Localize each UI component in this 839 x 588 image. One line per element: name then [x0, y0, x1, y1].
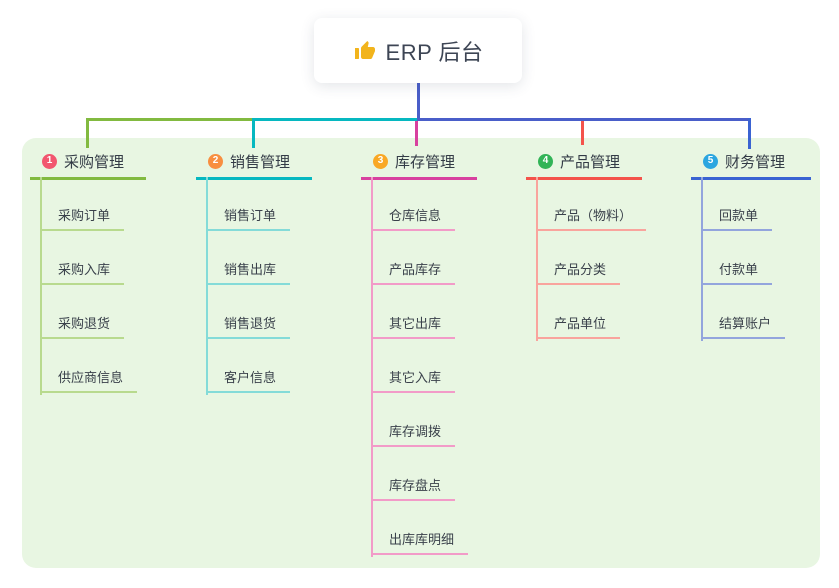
child-node[interactable]: 其它入库	[371, 367, 456, 393]
child-node[interactable]: 产品分类	[536, 259, 621, 285]
child-row: 仓库信息	[371, 177, 477, 231]
child-row: 销售退货	[206, 285, 312, 339]
child-row: 产品库存	[371, 231, 477, 285]
child-node[interactable]: 付款单	[701, 259, 773, 285]
child-node[interactable]: 回款单	[701, 205, 773, 231]
child-row: 客户信息	[206, 339, 312, 393]
branch-label: 财务管理	[725, 153, 786, 171]
group-panel	[22, 138, 820, 568]
child-node[interactable]: 销售订单	[206, 205, 291, 231]
child-node[interactable]: 销售出库	[206, 259, 291, 285]
connector-drop-branch3	[415, 121, 418, 146]
child-row: 销售出库	[206, 231, 312, 285]
child-row: 库存调拨	[371, 393, 477, 447]
child-node[interactable]: 出库库明细	[371, 529, 469, 555]
branch: 4 产品管理 产品（物料） 产品分类产品单位	[526, 145, 647, 341]
child-node[interactable]: 产品（物料）	[536, 205, 647, 231]
root-title: ERP 后台	[385, 39, 484, 65]
branch-label: 采购管理	[64, 153, 125, 171]
child-row: 其它出库	[371, 285, 477, 339]
connector-horizontal-branch5	[417, 118, 751, 121]
branch-children: 回款单付款单结算账户	[701, 177, 811, 341]
branch: 5 财务管理 回款单付款单结算账户	[691, 145, 811, 341]
child-row: 付款单	[701, 231, 811, 285]
child-node[interactable]: 其它出库	[371, 313, 456, 339]
branch: 1 采购管理 采购订单采购入库采购退货供应商信息	[30, 145, 146, 395]
branch: 3 库存管理 仓库信息产品库存其它出库其它入库库存调拨库存盘点出库库明细	[361, 145, 477, 557]
branch-label: 库存管理	[395, 153, 456, 171]
branch-children: 产品（物料） 产品分类产品单位	[536, 177, 647, 341]
branch-children: 采购订单采购入库采购退货供应商信息	[40, 177, 146, 395]
child-row: 其它入库	[371, 339, 477, 393]
branch-label: 产品管理	[560, 153, 621, 171]
child-row: 销售订单	[206, 177, 312, 231]
child-row: 采购退货	[40, 285, 146, 339]
child-node[interactable]: 仓库信息	[371, 205, 456, 231]
child-row: 库存盘点	[371, 447, 477, 501]
child-row: 回款单	[701, 177, 811, 231]
child-node[interactable]: 产品单位	[536, 313, 621, 339]
branch-title-node[interactable]: 5 财务管理	[691, 145, 811, 180]
child-row: 产品单位	[536, 285, 642, 339]
connector-drop-branch5	[748, 118, 751, 149]
child-node[interactable]: 库存调拨	[371, 421, 456, 447]
branch-title-node[interactable]: 4 产品管理	[526, 145, 642, 180]
branch-number-badge: 1	[42, 153, 57, 169]
child-node[interactable]: 采购订单	[40, 205, 125, 231]
branch-children: 仓库信息产品库存其它出库其它入库库存调拨库存盘点出库库明细	[371, 177, 477, 557]
child-node[interactable]: 供应商信息	[40, 367, 138, 393]
root-node[interactable]: ERP 后台	[314, 18, 522, 83]
child-row: 出库库明细	[371, 501, 477, 555]
child-node[interactable]: 产品库存	[371, 259, 456, 285]
child-node[interactable]: 结算账户	[701, 313, 786, 339]
branch-number-badge: 2	[208, 153, 223, 169]
child-row: 产品（物料）	[536, 177, 647, 231]
connector-root-drop	[417, 82, 420, 121]
branch-label: 销售管理	[230, 153, 291, 171]
connector-drop-branch4	[581, 121, 584, 145]
branch-title-node[interactable]: 1 采购管理	[30, 145, 146, 180]
child-node[interactable]: 客户信息	[206, 367, 291, 393]
connector-drop-branch1	[86, 118, 89, 148]
child-row: 产品分类	[536, 231, 642, 285]
child-row: 结算账户	[701, 285, 811, 339]
connector-horizontal-branch2	[252, 118, 419, 121]
branch-children: 销售订单销售出库销售退货客户信息	[206, 177, 312, 395]
connector-drop-branch2	[252, 118, 255, 148]
child-node[interactable]: 库存盘点	[371, 475, 456, 501]
child-row: 供应商信息	[40, 339, 146, 393]
branch-title-node[interactable]: 3 库存管理	[361, 145, 477, 180]
branch: 2 销售管理 销售订单销售出库销售退货客户信息	[196, 145, 312, 395]
branch-title-node[interactable]: 2 销售管理	[196, 145, 312, 180]
branch-number-badge: 3	[373, 153, 388, 169]
child-node[interactable]: 销售退货	[206, 313, 291, 339]
child-row: 采购入库	[40, 231, 146, 285]
child-node[interactable]: 采购入库	[40, 259, 125, 285]
thumbs-up-icon	[353, 39, 377, 63]
branch-number-badge: 4	[538, 153, 553, 169]
branch-number-badge: 5	[703, 153, 718, 169]
child-node[interactable]: 采购退货	[40, 313, 125, 339]
child-row: 采购订单	[40, 177, 146, 231]
